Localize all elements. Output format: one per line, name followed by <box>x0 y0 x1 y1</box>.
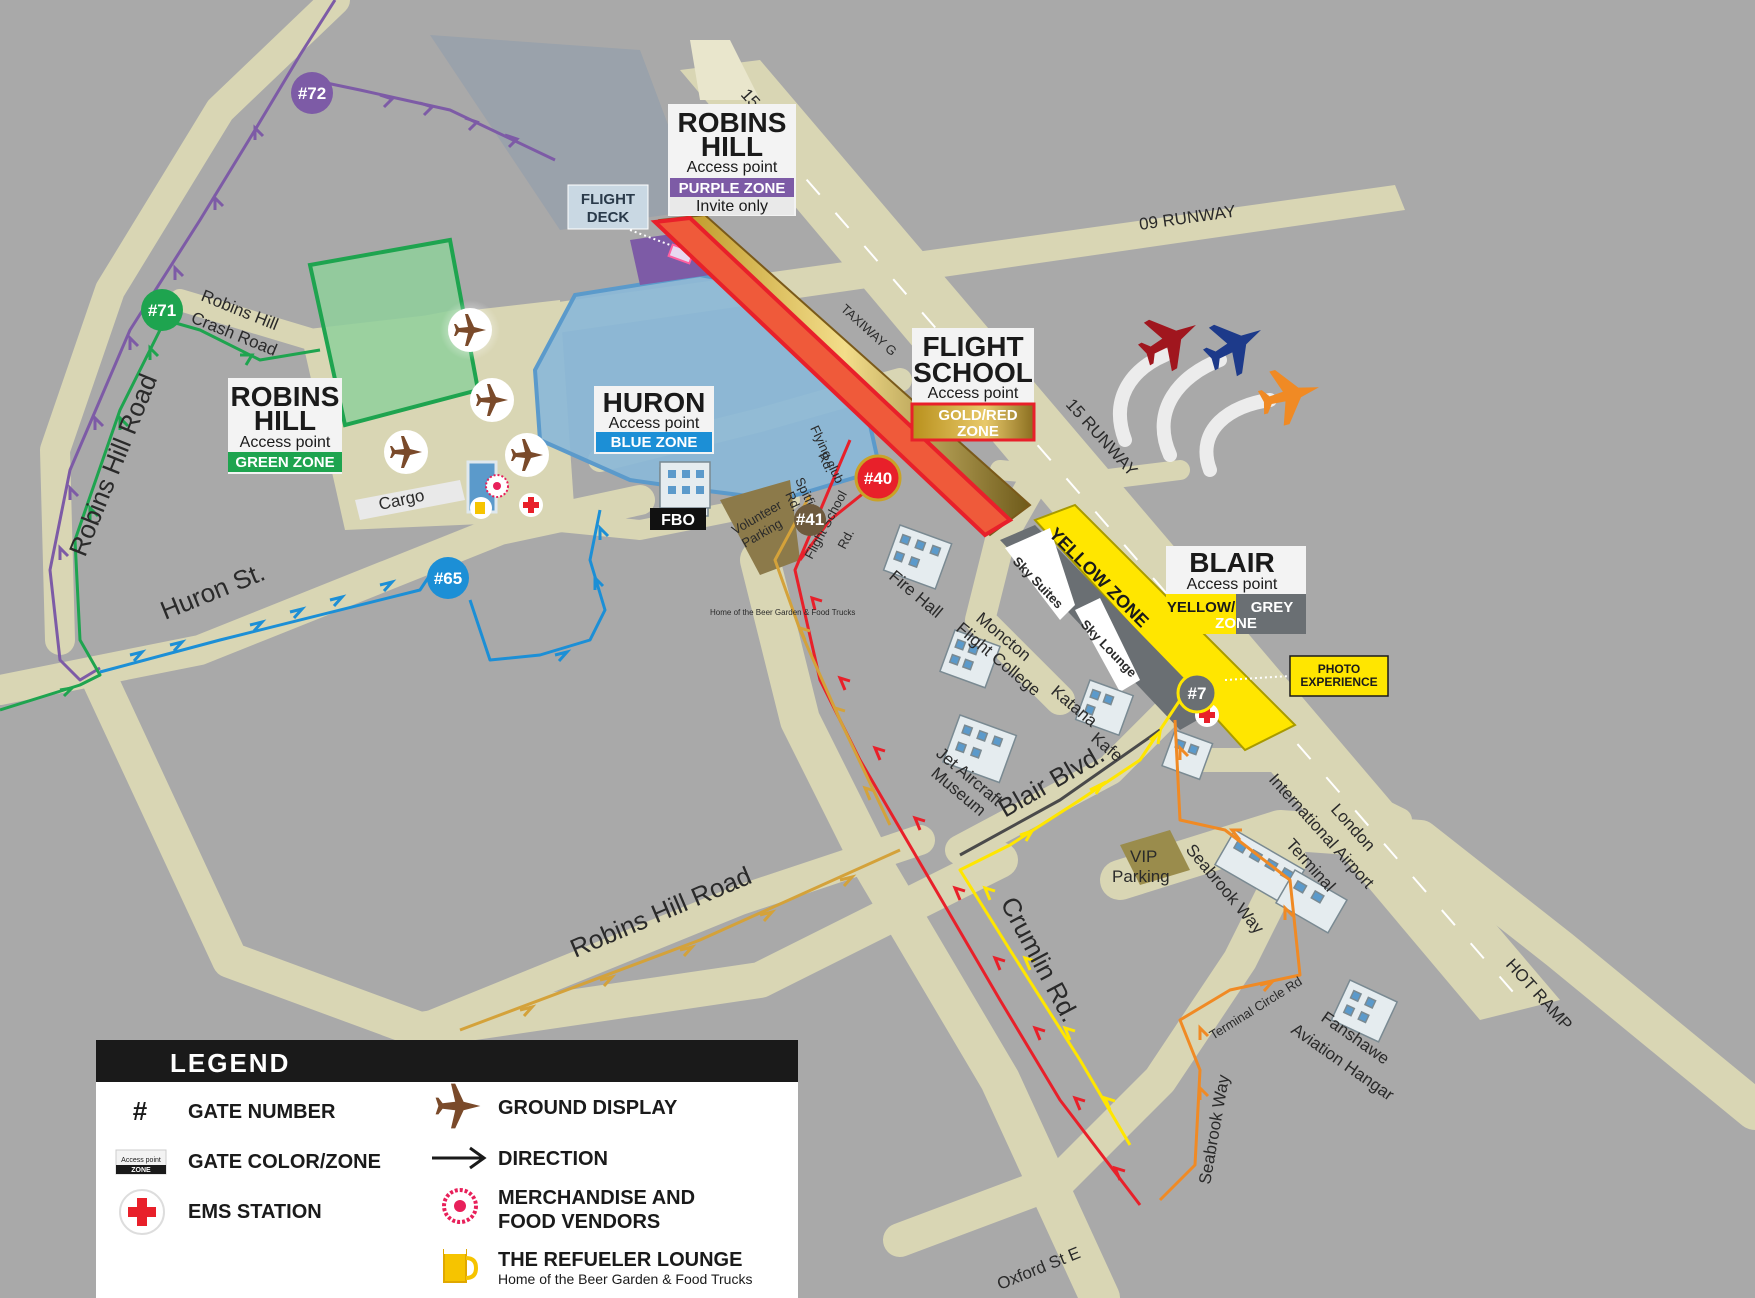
svg-text:ROBINS: ROBINS <box>231 381 340 412</box>
svg-text:#71: #71 <box>148 301 176 320</box>
legend-title: LEGEND <box>170 1048 290 1078</box>
svg-text:Access point: Access point <box>240 434 331 451</box>
svg-text:EXPERIENCE: EXPERIENCE <box>1300 675 1377 689</box>
legend-ground-display: GROUND DISPLAY <box>498 1097 678 1119</box>
svg-text:ZONE: ZONE <box>957 423 999 440</box>
gate-markers[interactable]: #72 #71 #65 #40 #41 #7 <box>141 72 1218 714</box>
svg-text:HILL: HILL <box>254 405 316 436</box>
refueler-lounge-icon <box>470 497 492 519</box>
legend-merch-1: MERCHANDISE AND <box>498 1187 695 1209</box>
purple-route <box>48 0 337 682</box>
legend-gate-symbol: # <box>133 1096 148 1126</box>
svg-text:ROBINS: ROBINS <box>678 107 787 138</box>
beer-garden-note-label: Home of the Beer Garden & Food Trucks <box>710 608 855 617</box>
gate-40-marker: #40 <box>854 454 902 502</box>
svg-text:HURON: HURON <box>603 387 706 418</box>
blue-route-loop <box>468 509 607 662</box>
gate-65-marker: #65 <box>427 557 469 599</box>
flyby-jets <box>1113 300 1327 477</box>
flight-deck-label-2: DECK <box>587 209 630 226</box>
legend-merchandise-icon <box>442 1188 478 1224</box>
terminal-wedge <box>430 35 700 230</box>
legend-ems-icon <box>119 1189 165 1235</box>
vip-parking-label-1: VIP <box>1130 847 1157 866</box>
sky-lounge-box <box>1075 598 1140 692</box>
flight-deck-label-1: FLIGHT <box>581 191 635 208</box>
grey-route <box>959 728 1161 857</box>
green-zone-badge <box>228 452 342 472</box>
runway-15 <box>680 60 1560 1020</box>
svg-text:#41: #41 <box>796 510 824 529</box>
flight-deck-box: FLIGHT DECK <box>567 184 671 246</box>
ground-displays <box>384 300 549 477</box>
svg-text:BLAIR: BLAIR <box>1189 547 1275 578</box>
gate-41-marker: #41 <box>794 504 826 536</box>
yellow-zone-badge <box>1166 594 1236 634</box>
legend: LEGEND # GATE NUMBER Access point ZONE G… <box>96 1040 798 1298</box>
svg-text:GREEN ZONE: GREEN ZONE <box>235 454 334 471</box>
svg-text:Access point: Access point <box>687 159 778 176</box>
sky-suites-box <box>1005 528 1075 620</box>
svg-text:PHOTO: PHOTO <box>1318 662 1360 676</box>
purple-route-72 <box>311 78 556 162</box>
gold-route-2 <box>459 848 901 1032</box>
gold-red-zone-badge <box>910 402 1036 442</box>
svg-text:FLIGHT: FLIGHT <box>922 331 1023 362</box>
merchandise-vendor-icon <box>485 474 509 498</box>
robins-hill-green-access-box[interactable]: ROBINS HILL Access point GREEN ZONE <box>228 378 342 474</box>
green-route <box>0 318 321 712</box>
red-route <box>793 439 1142 1206</box>
legend-refueler-icon <box>443 1246 479 1283</box>
svg-text:#65: #65 <box>434 569 462 588</box>
blair-access-box[interactable]: BLAIR Access point YELLOW/ ZONE GREY <box>1166 546 1306 634</box>
runway-15-centerline <box>719 79 1521 1001</box>
legend-gate-number: GATE NUMBER <box>188 1101 336 1123</box>
gate-71-marker: #71 <box>141 289 183 331</box>
svg-text:BLUE ZONE: BLUE ZONE <box>611 434 698 451</box>
flight-school-access-box[interactable]: FLIGHT SCHOOL Access point GOLD/RED ZONE <box>910 328 1036 442</box>
grey-zone-badge <box>1236 594 1306 634</box>
legend-ems: EMS STATION <box>188 1201 322 1223</box>
fbo-building: FBO <box>650 461 711 530</box>
red-zone-strip <box>650 215 1014 538</box>
svg-text:ZONE: ZONE <box>131 1167 151 1174</box>
vip-parking-label-2: Parking <box>1112 867 1170 886</box>
fbo-label: FBO <box>661 512 695 529</box>
svg-text:YELLOW/: YELLOW/ <box>1167 599 1236 616</box>
svg-text:#40: #40 <box>864 469 892 488</box>
svg-text:Access point: Access point <box>121 1157 161 1164</box>
svg-text:#72: #72 <box>298 84 326 103</box>
photo-experience-box[interactable]: PHOTO EXPERIENCE <box>1224 655 1389 697</box>
svg-text:Access point: Access point <box>1187 576 1278 593</box>
svg-text:HILL: HILL <box>701 131 763 162</box>
gate-72-marker: #72 <box>291 72 333 114</box>
purple-zone-badge <box>670 178 794 197</box>
legend-direction: DIRECTION <box>498 1148 608 1170</box>
route-arrows <box>58 93 1295 1181</box>
legend-direction-icon <box>432 1146 487 1170</box>
svg-text:#7: #7 <box>1188 684 1207 703</box>
svg-text:Access point: Access point <box>928 385 1019 402</box>
gate-7-marker: #7 <box>1176 672 1218 714</box>
svg-text:PURPLE ZONE: PURPLE ZONE <box>679 180 786 197</box>
svg-text:Access point: Access point <box>609 415 700 432</box>
svg-text:Invite only: Invite only <box>696 198 768 215</box>
vip-parking-area <box>1120 830 1190 885</box>
yellow-route <box>958 699 1182 1146</box>
blue-zone-badge <box>596 432 712 452</box>
huron-access-box[interactable]: HURON Access point BLUE ZONE <box>594 386 714 454</box>
legend-gate-color: GATE COLOR/ZONE <box>188 1151 381 1173</box>
legend-refueler-sub: Home of the Beer Garden & Food Trucks <box>498 1271 752 1287</box>
svg-text:ZONE: ZONE <box>1215 615 1257 632</box>
robins-hill-purple-access-box[interactable]: ROBINS HILL Access point PURPLE ZONE Inv… <box>668 104 796 216</box>
ems-station-icon <box>519 493 543 517</box>
legend-gate-zone-icon: Access point ZONE <box>115 1149 167 1175</box>
legend-header <box>96 1040 798 1082</box>
legend-refueler: THE REFUELER LOUNGE <box>498 1249 742 1271</box>
svg-text:GREY: GREY <box>1251 599 1294 616</box>
legend-merch-2: FOOD VENDORS <box>498 1211 660 1233</box>
svg-text:SCHOOL: SCHOOL <box>913 357 1033 388</box>
svg-text:GOLD/RED: GOLD/RED <box>938 407 1017 424</box>
